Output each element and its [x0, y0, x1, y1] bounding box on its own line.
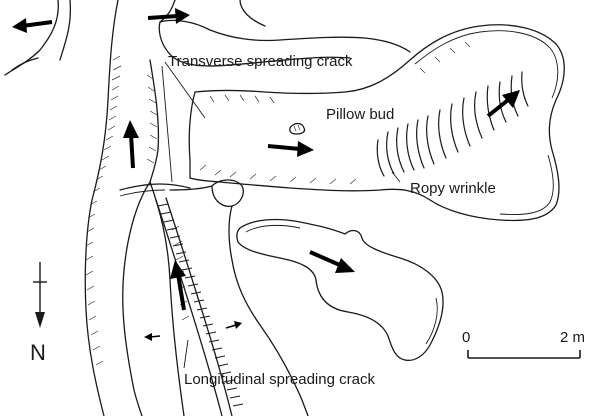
north-letter: N — [30, 340, 46, 365]
ropy-wrinkles — [377, 72, 528, 176]
southern-lobe — [237, 220, 443, 361]
arrow-north-channel — [123, 120, 139, 168]
label-ropy-wrinkle: Ropy wrinkle — [410, 180, 496, 197]
left-flow-margin — [5, 0, 70, 75]
arrow-spread-left — [144, 333, 160, 341]
north-arrow: N — [30, 262, 47, 365]
label-pillow-bud: Pillow bud — [326, 106, 394, 123]
arrow-southeast-lobe — [310, 252, 355, 273]
scale-start-label: 0 — [462, 329, 470, 346]
channel-hatching — [86, 56, 189, 365]
north-arrow-head-icon — [35, 312, 45, 328]
arrow-east-lobe — [268, 141, 314, 157]
label-longitudinal-crack: Longitudinal spreading crack — [184, 371, 375, 388]
scale-bar: 0 2 m — [462, 329, 585, 358]
pillow-bud — [290, 124, 305, 135]
label-transverse-crack: Transverse spreading crack — [168, 53, 353, 70]
arrow-west-top — [12, 18, 52, 33]
arrow-northeast-wrinkles — [488, 90, 520, 116]
arrow-spread-right — [226, 321, 242, 329]
scale-end-label: 2 m — [560, 329, 585, 346]
